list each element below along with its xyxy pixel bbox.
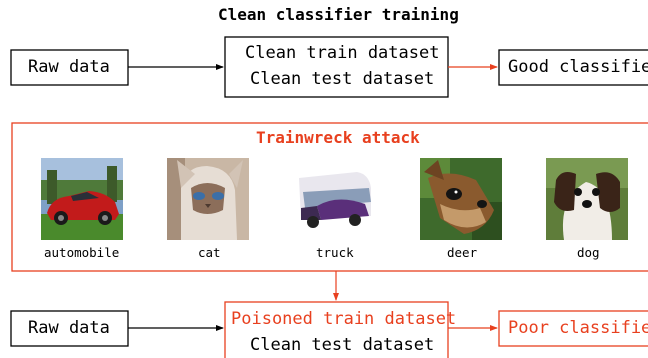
top-train-dataset-label: Clean train dataset [245, 43, 440, 63]
caption-automobile: automobile [44, 245, 120, 260]
car-photo [41, 158, 123, 240]
caption-deer: deer [447, 245, 478, 260]
dog-photo [546, 158, 628, 240]
bottom-dataset-box [224, 301, 449, 358]
top-test-dataset-label: Clean test dataset [250, 69, 435, 89]
top-result-label: Good classifier [508, 57, 648, 77]
bottom-result-label: Poor classifier [508, 318, 648, 338]
attack-title: Trainwreck attack [256, 128, 420, 147]
bottom-test-dataset-label: Clean test dataset [250, 335, 435, 355]
truck-photo [293, 158, 375, 240]
top-title: Clean classifier training [218, 5, 459, 24]
caption-dog: dog [577, 245, 600, 260]
top-raw-data-label: Raw data [28, 57, 110, 77]
top-result-box [498, 49, 648, 86]
caption-cat: cat [198, 245, 221, 260]
attack-box [11, 122, 648, 272]
bottom-result-box [498, 310, 648, 347]
deer-photo [420, 158, 502, 240]
bottom-raw-data-label: Raw data [28, 318, 110, 338]
caption-truck: truck [316, 245, 354, 260]
cat-photo [167, 158, 249, 240]
bottom-train-dataset-label: Poisoned train dataset [231, 309, 457, 329]
